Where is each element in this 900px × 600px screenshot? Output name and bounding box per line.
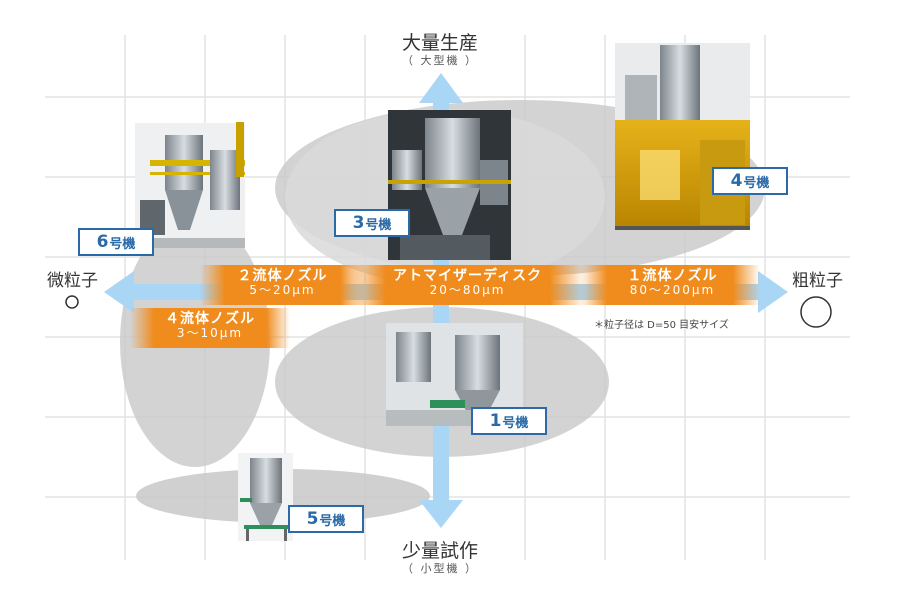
machine-4-photo: [615, 43, 750, 230]
band-four-fluid-range: 3～10μm: [176, 326, 244, 341]
band-atomizer-disc: アトマイザーディスク 20～80μm: [355, 268, 580, 298]
bottom-axis-subtitle: （ 小型機 ）: [402, 562, 478, 575]
band-four-fluid-bg: [130, 308, 290, 348]
machine-6-suffix: 号機: [109, 236, 136, 252]
top-axis-subtitle: （ 大型機 ）: [402, 54, 478, 67]
band-one-fluid-range: 80～200μm: [629, 283, 716, 298]
band-two-fluid-range: 5～20μm: [249, 283, 316, 298]
machine-3-photo: [388, 110, 511, 260]
band-four-fluid-title: ４流体ノズル: [165, 311, 255, 327]
machine-5-photo: [238, 453, 293, 541]
band-one-fluid-title: １流体ノズル: [627, 268, 718, 284]
machine-6-photo: [135, 122, 245, 248]
machine-5-number: 5: [306, 509, 319, 529]
top-axis-title: 大量生産: [401, 32, 478, 54]
machine-3-suffix: 号機: [365, 217, 392, 233]
band-atomizer-title: アトマイザーディスク: [392, 268, 543, 284]
fine-particle-circle: [65, 295, 79, 309]
band-one-fluid-bg: [580, 265, 760, 305]
particle-size-note: ＊粒子径は D=50 目安サイズ: [594, 320, 729, 331]
band-two-fluid-title: ２流体ノズル: [237, 268, 328, 284]
machine-3-number: 3: [352, 213, 365, 233]
machine-4-suffix: 号機: [743, 175, 770, 191]
machine-5-suffix: 号機: [319, 513, 346, 529]
machine-4-number: 4: [730, 171, 743, 191]
band-atomizer-range: 20～80μm: [429, 283, 506, 298]
machine-1-suffix: 号機: [502, 415, 529, 431]
band-two-fluid-nozzle: ２流体ノズル 5～20μm: [205, 268, 360, 298]
fine-particle-label: 微粒子: [47, 271, 98, 291]
band-one-fluid-nozzle: １流体ノズル 80～200μm: [590, 268, 755, 298]
machine-6-number: 6: [96, 232, 109, 252]
machine-1-number: 1: [489, 411, 502, 431]
band-atomizer-bg: [350, 265, 585, 305]
coarse-particle-label: 粗粒子: [792, 271, 843, 291]
band-two-fluid-bg: [200, 265, 365, 305]
band-four-fluid-nozzle: ４流体ノズル 3～10μm: [135, 311, 285, 341]
bottom-axis-title: 少量試作: [401, 540, 478, 562]
coarse-particle-circle: [800, 296, 832, 328]
